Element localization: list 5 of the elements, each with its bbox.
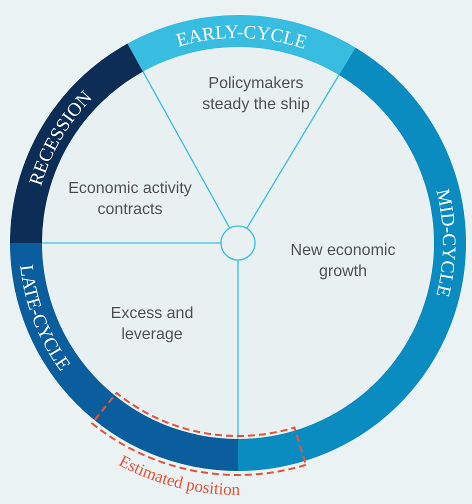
phase-description: Policymakers steady the ship bbox=[194, 74, 318, 116]
phase-description: Excess and leverage bbox=[92, 304, 212, 346]
cycle-segment bbox=[127, 15, 356, 75]
segment-label: EARLY-CYCLE bbox=[174, 22, 310, 54]
phase-description: New economic growth bbox=[273, 241, 413, 283]
